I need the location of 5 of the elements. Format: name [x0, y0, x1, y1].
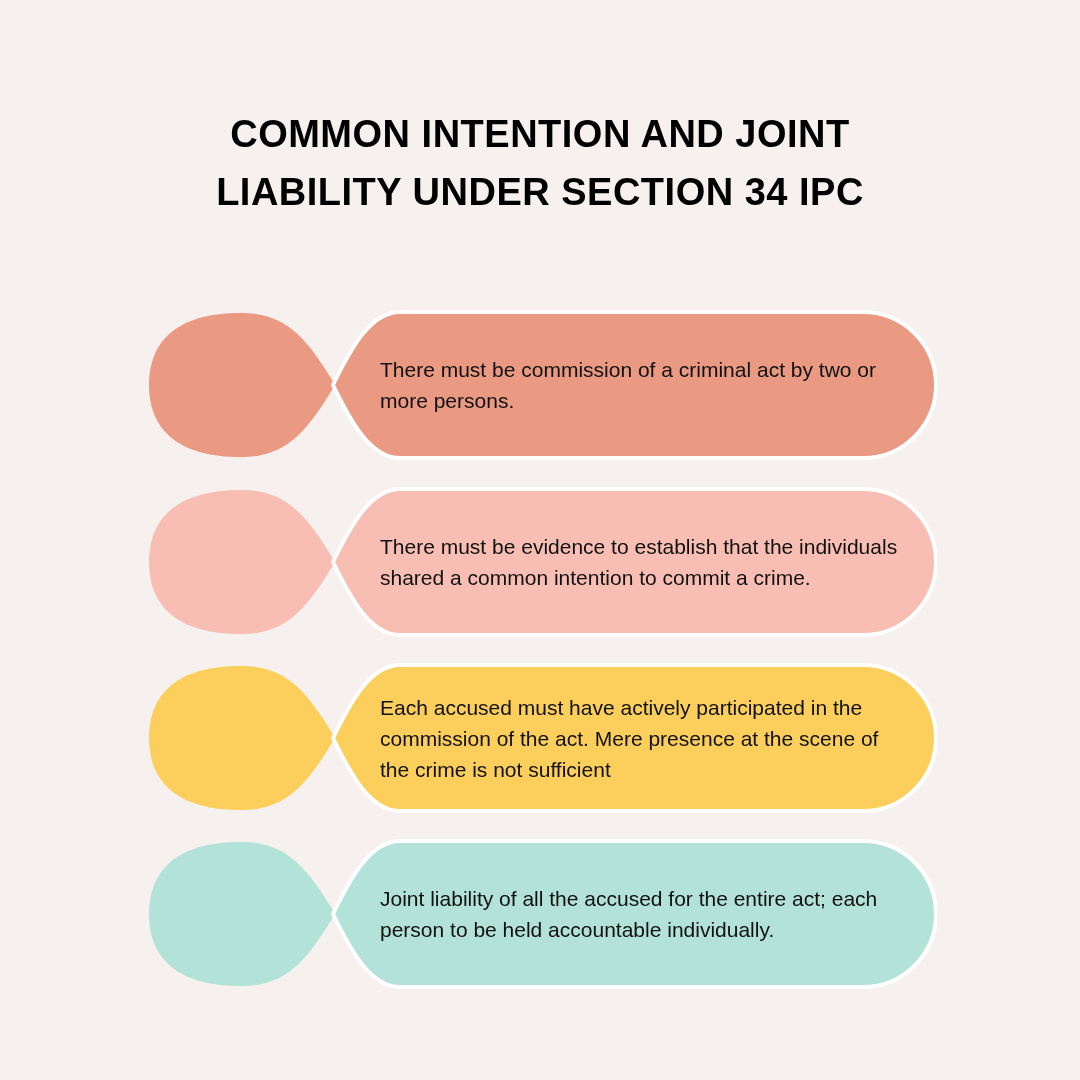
title: COMMON INTENTION AND JOINT LIABILITY UNDER SECTION 34 IPC [215, 112, 865, 215]
statement-text: There must be evidence to establish that the individuals shared a common intention to commit a crime. [380, 534, 899, 591]
statement-text: Each accused must have actively participated in the commission of the act. Mere presence at the scene of the crime is not sufficient [380, 694, 880, 783]
statement-text: There must be commission of a criminal act by two or more persons. [380, 357, 877, 414]
statement-text: Joint liability of all the accused for the entire act; each person to be held accountable individually. [380, 886, 879, 943]
